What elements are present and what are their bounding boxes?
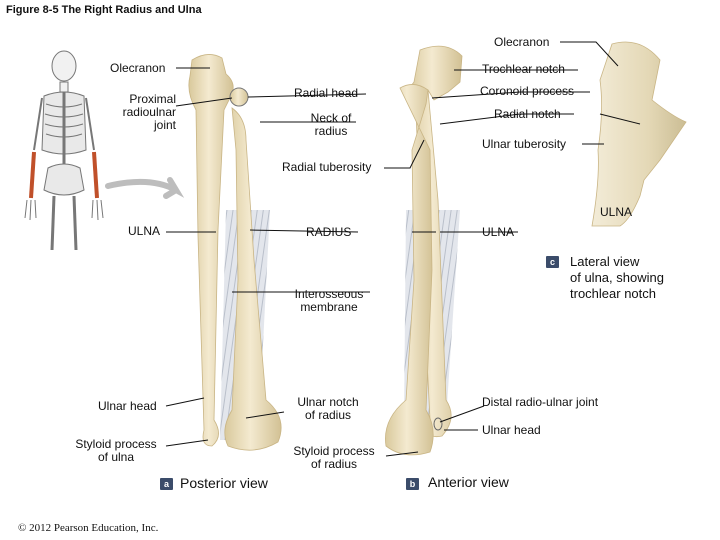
panel-a-badge: a — [160, 478, 173, 490]
panel-b-badge: b — [406, 478, 419, 490]
label-radial-head: Radial head — [294, 86, 359, 100]
label-radial-notch: Radial notch — [494, 107, 561, 121]
panel-c-badge: c — [546, 256, 559, 268]
label-styloid-process-radius: Styloid process of radius — [293, 444, 375, 471]
caption-posterior-view: Posterior view — [180, 475, 268, 491]
skeleton-thumbnail — [24, 50, 104, 251]
label-radial-tuberosity: Radial tuberosity — [282, 160, 372, 174]
label-ulnar-tuberosity: Ulnar tuberosity — [482, 137, 567, 151]
pointer-arrow — [105, 177, 185, 199]
label-ulna-right: ULNA — [600, 205, 633, 219]
label-interosseous-membrane: Interosseous membrane — [294, 287, 364, 314]
label-olecranon-top: Olecranon — [494, 35, 550, 49]
label-olecranon-left: Olecranon — [110, 61, 166, 75]
label-neck-of-radius: Neck of radius — [310, 111, 352, 138]
figure-title: Figure 8-5 The Right Radius and Ulna — [6, 4, 202, 16]
posterior-view-bones — [188, 54, 282, 451]
label-trochlear-notch: Trochlear notch — [482, 62, 565, 76]
label-ulna-left: ULNA — [128, 224, 161, 238]
label-distal-radioulnar-joint: Distal radio-ulnar joint — [482, 395, 599, 409]
label-ulna-middle: ULNA — [482, 225, 515, 239]
label-coronoid-process: Coronoid process — [480, 84, 575, 98]
label-ulnar-head-right: Ulnar head — [482, 423, 541, 437]
anterior-view-bones — [385, 45, 463, 456]
label-ulnar-notch-of-radius: Ulnar notch of radius — [297, 395, 359, 422]
label-styloid-process-ulna: Styloid process of ulna — [75, 437, 157, 464]
caption-anterior-view: Anterior view — [428, 474, 509, 490]
label-ulnar-head-left: Ulnar head — [98, 399, 157, 413]
label-lateral-view: Lateral view of ulna, showing trochlear … — [570, 254, 664, 301]
copyright-notice: © 2012 Pearson Education, Inc. — [18, 522, 159, 534]
label-radius: RADIUS — [306, 225, 352, 239]
leader-lines — [165, 41, 641, 457]
lateral-view-bone — [591, 41, 687, 227]
label-proximal-radioulnar-joint: Proximal radioulnar joint — [122, 92, 176, 132]
